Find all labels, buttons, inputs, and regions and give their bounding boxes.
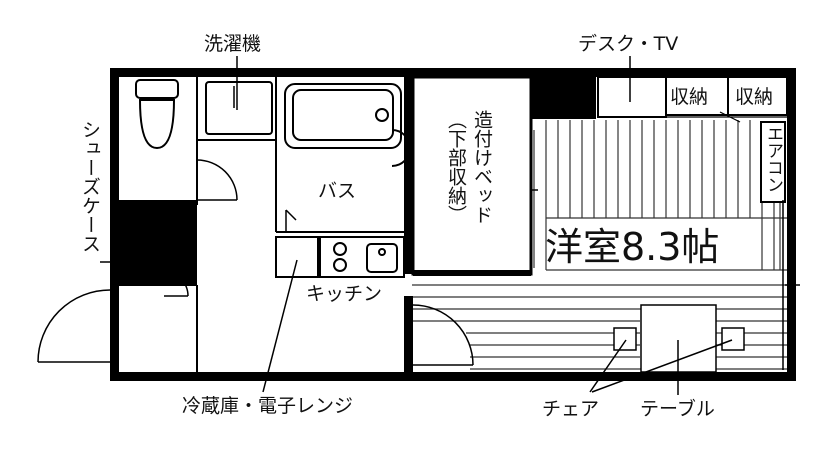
room-name-label: 洋室8.3帖 bbox=[545, 225, 719, 269]
bath-door bbox=[285, 209, 297, 232]
aircon-label: エアコン bbox=[763, 125, 783, 193]
outer-walls bbox=[110, 68, 796, 381]
kitchen-label: キッチン bbox=[306, 283, 382, 305]
aircon-unit bbox=[760, 121, 786, 203]
kitchen-counter bbox=[275, 236, 405, 278]
desk-tv-label: デスク・TV bbox=[578, 33, 678, 55]
shoe-case-unit bbox=[163, 251, 193, 297]
room-floor-hatching bbox=[412, 284, 788, 370]
chair-icon-left bbox=[613, 327, 637, 351]
built-in-bed-label: 造付けベッド bbox=[471, 110, 493, 224]
chair-icon-right bbox=[721, 327, 745, 351]
window-marks bbox=[530, 189, 800, 370]
room-door bbox=[412, 304, 474, 366]
storage-label-2: 収納 bbox=[735, 86, 773, 108]
storage-label-1: 収納 bbox=[670, 86, 708, 108]
desk-tv-unit bbox=[597, 76, 667, 118]
toilet-door bbox=[196, 159, 238, 201]
bathtub-icon bbox=[284, 83, 411, 167]
entrance-door bbox=[37, 289, 111, 363]
chair-leaders bbox=[589, 339, 733, 393]
toilet-icon bbox=[135, 79, 179, 150]
table-label: テーブル bbox=[640, 397, 715, 420]
storage-units bbox=[665, 76, 788, 116]
fridge-microwave-label: 冷蔵庫・電子レンジ bbox=[182, 395, 353, 417]
washing-machine-pan bbox=[205, 81, 273, 135]
interior-walls bbox=[110, 75, 596, 372]
washing-machine-label: 洗濯機 bbox=[204, 33, 261, 55]
chair-label: チェア bbox=[542, 398, 599, 420]
room-floor-hatching-vertical bbox=[533, 120, 788, 271]
bath-label: バス bbox=[318, 180, 356, 202]
fridge-leader bbox=[262, 259, 298, 393]
shoe-case-label: シューズケース bbox=[79, 120, 101, 253]
bed-storage-label: （下部収納） bbox=[445, 110, 467, 224]
